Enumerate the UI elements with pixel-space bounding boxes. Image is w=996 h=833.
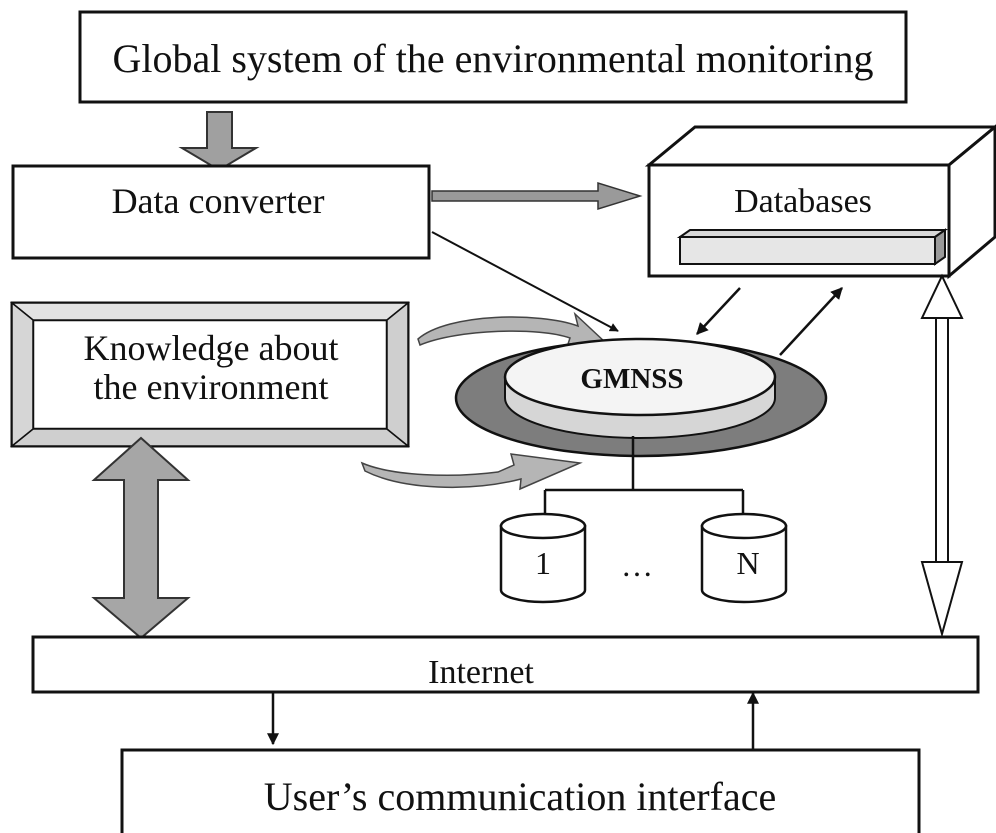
knowledge-label-line1: Knowledge about: [84, 328, 339, 368]
flow-arrow-converter-to-databases: [431, 181, 643, 211]
data-converter-box: Data converter: [11, 164, 431, 260]
internet-bar: Internet: [31, 635, 980, 694]
database-drive-slot: [676, 228, 949, 266]
arrow-converter-to-gmnss: [431, 231, 619, 332]
arrow-gmnss-to-databases: [779, 287, 843, 356]
curved-arrow-gmnss-to-knowledge: [360, 453, 583, 491]
data-converter-label: Data converter: [112, 181, 325, 221]
gmnss-label: GMNSS: [580, 363, 683, 395]
knowledge-box: Knowledge about the environment: [9, 301, 411, 448]
knowledge-label-line2: the environment: [94, 367, 329, 407]
databases-box: Databases: [644, 124, 996, 280]
arrow-databases-to-gmnss: [696, 287, 741, 335]
global-system-box: Global system of the environmental monit…: [78, 10, 908, 104]
double-arrow-databases-internet: [920, 273, 964, 638]
double-arrow-knowledge-internet: [91, 436, 191, 640]
flow-arrow-global-to-converter: [178, 111, 260, 172]
gmnss-node: GMNSS: [454, 337, 828, 458]
global-system-label: Global system of the environmental monit…: [113, 36, 874, 81]
internet-label: Internet: [428, 654, 534, 691]
storage-cylinder-1: 1: [499, 512, 587, 604]
storage-1-label: 1: [535, 545, 551, 581]
storage-ellipsis: …: [621, 547, 653, 583]
user-interface-label: User’s communication interface: [264, 774, 776, 819]
databases-label: Databases: [734, 183, 872, 220]
storage-n-label: N: [736, 545, 759, 581]
storage-cylinder-n: N: [700, 512, 788, 604]
user-interface-box: User’s communication interface: [120, 748, 921, 833]
